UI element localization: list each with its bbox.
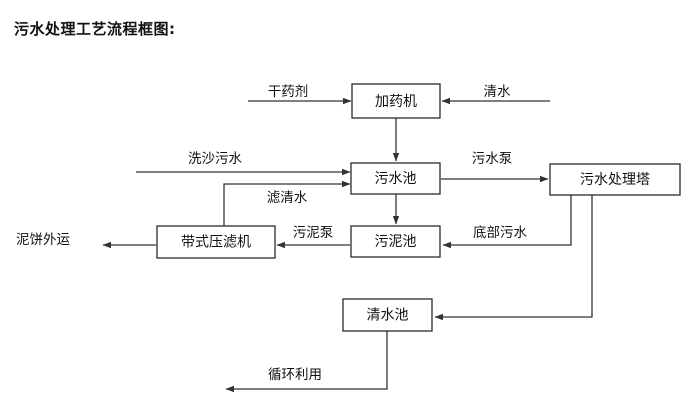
node-clear-water-pool[interactable]: 清水池 [342,298,433,332]
edge-label-dry-reagent: 干药剂 [268,84,309,100]
node-treatment-tower[interactable]: 污水处理塔 [549,163,681,196]
edge-bottom-sewage-to-sludge-pool [442,195,572,249]
node-label-dosing-machine: 加药机 [375,94,417,110]
node-label-belt-filter-press: 带式压滤机 [181,235,251,251]
node-label-sewage-pool: 污水池 [375,171,417,187]
edge-label-sand-washing-sewage: 洗沙污水 [188,151,242,167]
edge-label-sewage-pump: 污水泵 [472,151,513,167]
node-label-treatment-tower: 污水处理塔 [580,172,650,188]
edge-label-recycling-reuse: 循环利用 [268,367,322,383]
edge-treatment-tower-to-clear-water-pool [434,195,593,321]
edge-clear-water-pool-to-recycling [225,331,388,393]
node-dosing-machine[interactable]: 加药机 [351,83,441,119]
node-label-sludge-pool: 污泥池 [375,234,417,250]
node-belt-filter-press[interactable]: 带式压滤机 [156,225,276,259]
node-sewage-pool[interactable]: 污水池 [350,162,441,195]
edge-label-clean-water: 清水 [484,84,511,100]
page-title: 污水处理工艺流程框图: [14,20,176,38]
terminal-label-mud-cake-out: 泥饼外运 [16,232,70,248]
edge-label-sludge-pump: 污泥泵 [293,225,334,241]
edge-label-bottom-sewage: 底部污水 [473,225,527,241]
node-label-clear-water-pool: 清水池 [367,308,409,324]
edge-filtered-clear-water-to-sewage-pool [223,180,351,226]
edge-label-filtered-clear-water: 滤清水 [267,190,308,206]
node-sludge-pool[interactable]: 污泥池 [350,225,441,258]
